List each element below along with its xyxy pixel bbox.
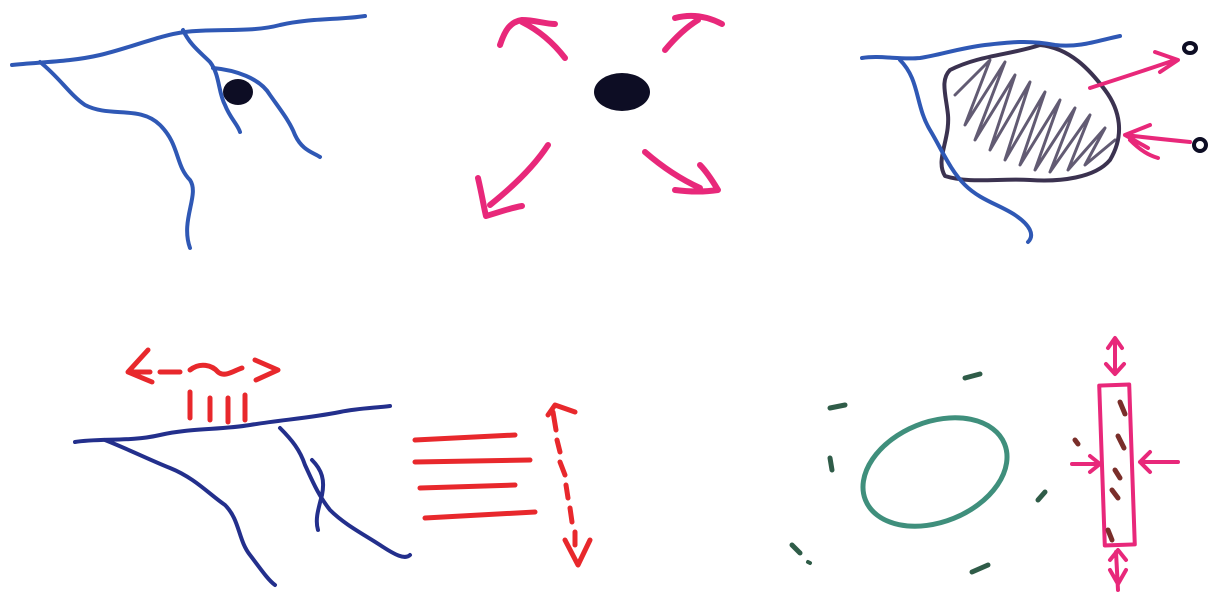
arrow-in-right <box>1140 452 1178 472</box>
green-dash <box>1038 492 1045 500</box>
source-dot <box>594 73 650 111</box>
teal-ellipse <box>847 398 1024 547</box>
fault-line <box>75 406 390 442</box>
pink-rectangle <box>1099 385 1135 546</box>
green-dash <box>830 405 845 408</box>
panel-fault-with-source <box>12 16 365 248</box>
horizontal-line <box>415 435 515 440</box>
fault-line <box>312 460 323 530</box>
green-dash <box>792 545 800 553</box>
fault-line <box>280 428 410 557</box>
panel-compression-layers <box>75 350 590 585</box>
double-arrow-horizontal <box>128 350 278 382</box>
fault-line <box>40 62 193 248</box>
grain <box>1108 530 1112 540</box>
arrow-up-left <box>500 20 565 58</box>
arrow-out <box>1090 52 1178 88</box>
small-circle <box>1194 139 1206 151</box>
source-dot <box>223 79 253 105</box>
small-circle <box>1184 43 1196 53</box>
green-dash <box>808 562 810 563</box>
fault-line <box>105 440 275 585</box>
panel-ellipse-and-squeeze <box>792 338 1178 590</box>
arrow-in <box>1125 125 1190 158</box>
grain <box>1112 490 1118 498</box>
grain <box>1120 402 1125 414</box>
grain <box>1075 440 1078 444</box>
grain <box>1115 470 1120 478</box>
arrow-up-right <box>665 16 722 50</box>
hatching <box>955 60 1115 172</box>
arrow-down-right <box>645 152 718 192</box>
panel-pressurized-zone <box>862 36 1206 242</box>
green-dash <box>965 374 980 378</box>
green-dash <box>830 458 832 470</box>
vertical-arrow-bottom <box>1110 550 1126 590</box>
arrow-down-left <box>478 145 548 216</box>
vertical-arrow-top <box>1106 338 1124 374</box>
arrow-in-left <box>1072 456 1100 472</box>
horizontal-line <box>420 485 515 488</box>
horizontal-line <box>425 512 535 518</box>
green-dash <box>972 565 988 572</box>
grain <box>1118 436 1124 448</box>
panel-radiating-pressure <box>478 16 722 216</box>
horizontal-line <box>415 460 530 462</box>
double-arrow-vertical <box>548 405 590 565</box>
